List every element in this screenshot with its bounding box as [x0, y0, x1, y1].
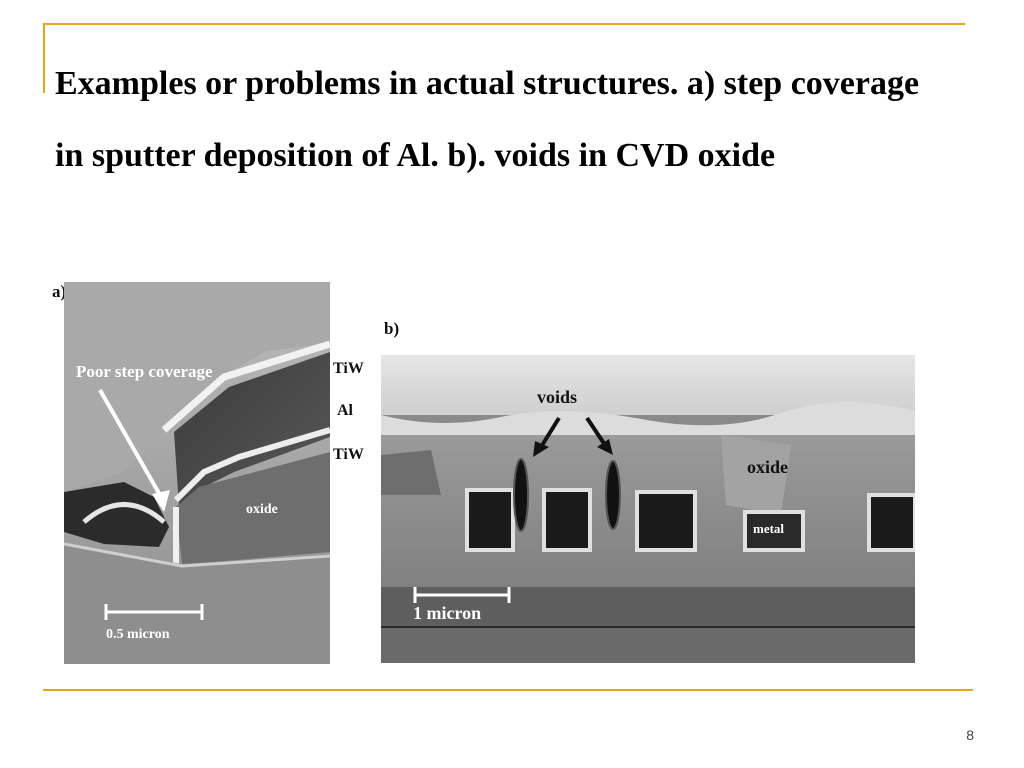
layer-label-tiw-bottom: TiW	[333, 446, 364, 463]
footer-rule	[43, 689, 973, 691]
figure-b-oxide-label: oxide	[747, 457, 789, 477]
figure-a-panel-label: a)	[52, 282, 67, 301]
title-frame-left-rule	[43, 23, 45, 93]
figure-b-void-right	[605, 460, 621, 530]
slide-title: Examples or problems in actual structure…	[55, 65, 920, 174]
figure-b-metal-lines	[465, 488, 915, 552]
figure-b-micrograph	[381, 355, 915, 663]
figure-a-sem-image: Poor step coverage oxide 0.5 micron	[64, 282, 330, 664]
figure-a-scale-label: 0.5 micron	[106, 627, 170, 642]
figure-b-voids-label: voids	[537, 387, 578, 407]
figure-a-arrow	[98, 389, 166, 503]
layer-label-al: Al	[337, 402, 353, 419]
figure-b-metal-label: metal	[753, 521, 785, 536]
figure-b-panel-label: b)	[384, 319, 400, 338]
figure-b-void-left	[513, 458, 529, 532]
layer-label-tiw-top: TiW	[333, 360, 364, 377]
figure-b-scale-label: 1 micron	[413, 603, 482, 623]
figure-b-sem-image: voids oxide metal 1 micron	[381, 355, 915, 663]
figure-a-micrograph	[64, 282, 330, 664]
title-frame-top-rule	[43, 23, 965, 25]
page-number: 8	[966, 727, 974, 743]
figure-a-annotation: Poor step coverage	[76, 362, 213, 381]
figure-a-oxide-label: oxide	[246, 502, 278, 517]
